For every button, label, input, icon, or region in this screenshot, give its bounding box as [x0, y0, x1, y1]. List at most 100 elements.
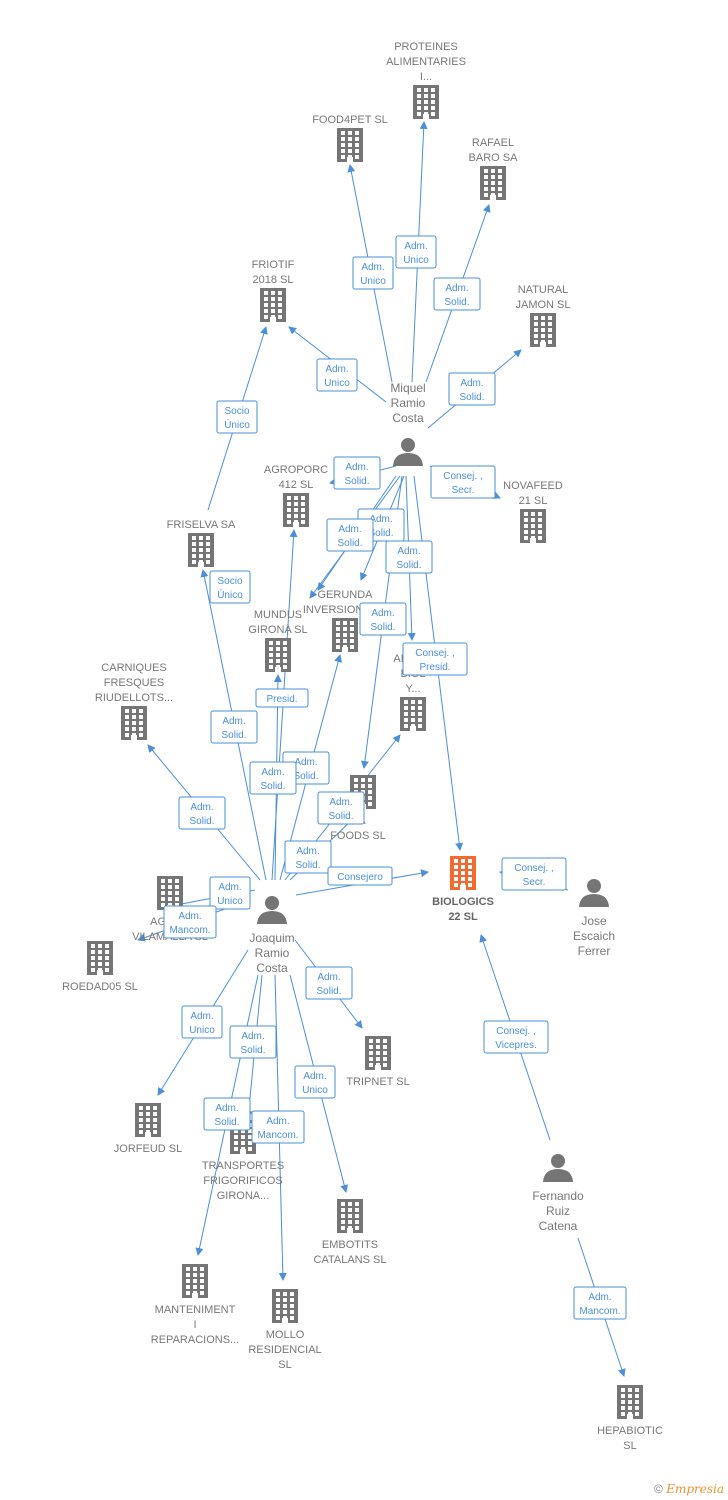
relation-label: Adm. [317, 972, 340, 983]
node-label-line: Miquel [390, 381, 425, 395]
node-label-line: Jose [581, 914, 607, 928]
node-label-line: RIUDELLOTS... [95, 692, 173, 704]
relation-label: Unico [324, 378, 350, 389]
relation-label: Solid. [295, 860, 320, 871]
relation-box-r16[interactable]: Adm.Solid. [210, 710, 258, 744]
relation-box-r7[interactable]: Consej. ,Secr. [430, 465, 496, 499]
relation-box-r3[interactable]: Adm.Solid. [433, 277, 481, 311]
relation-box-r2[interactable]: Adm.Unico [352, 256, 394, 290]
relation-box-r25[interactable]: Consej. ,Secr. [501, 857, 567, 891]
relation-box-r5[interactable]: Adm. Solid. [448, 372, 496, 406]
relation-box-r1[interactable]: Adm.Unico [395, 235, 437, 269]
relation-box-r28[interactable]: Adm.Solid. [229, 1025, 277, 1059]
relation-box-r32[interactable]: Consej. ,Vicepres. [483, 1020, 549, 1054]
relation-box-r9[interactable]: Adm.Solid. [326, 518, 374, 552]
node-label-line: GERUNDA [317, 589, 373, 601]
relation-label: Solid. [396, 560, 421, 571]
relation-label: Adm. [369, 514, 392, 525]
relation-label: Presid. [266, 694, 297, 705]
company-node-proteines[interactable]: PROTEINESALIMENTARIESI... [386, 41, 466, 119]
company-node-tripnet[interactable]: TRIPNET SL [346, 1036, 410, 1088]
relation-label: Solid. [328, 811, 353, 822]
relation-box-r20[interactable]: Adm.Solid. [317, 791, 365, 825]
relation-box-r4[interactable]: Adm.Unico [316, 358, 358, 392]
company-node-rafael[interactable]: RAFAEL BARO SA [469, 137, 519, 200]
relation-box-r12[interactable]: Consej. ,Presid. [402, 642, 468, 676]
relation-label: Solid. [260, 781, 285, 792]
relation-label: Adm. [303, 1071, 326, 1082]
relation-box-r26[interactable]: Adm.Solid. [305, 966, 353, 1000]
relation-box-r27[interactable]: Adm.Unico [181, 1005, 223, 1039]
node-label-line: RAFAEL [472, 137, 514, 149]
node-label-line: ROEDAD05 SL [62, 981, 138, 993]
company-node-carniques[interactable]: CARNIQUESFRESQUESRIUDELLOTS... [95, 662, 173, 740]
relation-box-r15[interactable]: Presid. [255, 688, 309, 708]
node-label-line: GIRONA SL [248, 624, 307, 636]
node-label-line: CATALANS SL [314, 1254, 387, 1266]
relation-box-r6[interactable]: Adm.Solid. [333, 456, 381, 490]
node-label-line: FRIOTIF [252, 259, 295, 271]
relation-box-r30[interactable]: Adm.Solid. [203, 1097, 251, 1131]
relation-box-r21[interactable]: Adm.Solid. [284, 840, 332, 874]
relation-box-r10[interactable]: Adm.Solid. [385, 540, 433, 574]
relation-label: Solid. [459, 392, 484, 403]
relation-label: Adm. [190, 1011, 213, 1022]
company-node-food4pet[interactable]: FOOD4PET SL [312, 114, 388, 162]
relation-label: Vicepres. [495, 1040, 537, 1051]
relation-label: Adm. [222, 716, 245, 727]
node-label-line: BARO SA [469, 152, 519, 164]
node-label-line: SL [623, 1440, 636, 1452]
relation-label: Solid. [337, 538, 362, 549]
node-label-line: 412 SL [279, 479, 314, 491]
relation-label: Adm. [361, 262, 384, 273]
relation-box-r24[interactable]: Adm.Mancom. [163, 905, 217, 939]
relation-label: Unico [217, 896, 243, 907]
relation-label: Adm. [404, 241, 427, 252]
company-node-roedad[interactable]: ROEDAD05 SL [62, 941, 138, 993]
relation-box-r31[interactable]: Adm.Mancom. [251, 1110, 305, 1144]
relation-label: Adm. [190, 802, 213, 813]
node-label-line: JAMON SL [515, 299, 570, 311]
relation-label: Único [224, 418, 250, 431]
relation-label: Solid. [240, 1045, 265, 1056]
relation-label: Consej. , [415, 648, 454, 659]
relation-box-r18[interactable]: Adm.Solid. [249, 761, 297, 795]
relation-label: Solid. [370, 622, 395, 633]
relation-box-r23[interactable]: Adm. Unico [209, 876, 251, 910]
relation-box-r22[interactable]: Consejero [327, 866, 393, 886]
relation-box-r33[interactable]: Adm.Mancom. [573, 1286, 627, 1320]
node-label-line: Escaich [573, 929, 615, 943]
node-label-line: TRIPNET SL [346, 1076, 409, 1088]
company-node-jorfeud[interactable]: JORFEUD SL [114, 1103, 182, 1155]
company-node-manteniment[interactable]: MANTENIMENTIREPARACIONS... [151, 1264, 239, 1346]
node-label-line: FRISELVA SA [167, 519, 236, 531]
relation-box-r11[interactable]: Adm.Solid. [359, 602, 407, 636]
relation-label: Adm. [460, 378, 483, 389]
relation-box-r19[interactable]: Adm. Solid. [178, 796, 226, 830]
relation-label: Adm. [218, 882, 241, 893]
relation-box-r29[interactable]: Adm.Unico [294, 1065, 336, 1099]
node-label-line: Ruiz [546, 1204, 570, 1218]
relation-label: Solid. [189, 816, 214, 827]
relation-label: Adm. [294, 757, 317, 768]
company-node-friselva[interactable]: FRISELVA SA [167, 519, 236, 567]
node-label-line: PROTEINES [394, 41, 458, 53]
relation-label: Consej. , [443, 471, 482, 482]
footer-brand[interactable]: © Empresia [654, 1482, 724, 1496]
